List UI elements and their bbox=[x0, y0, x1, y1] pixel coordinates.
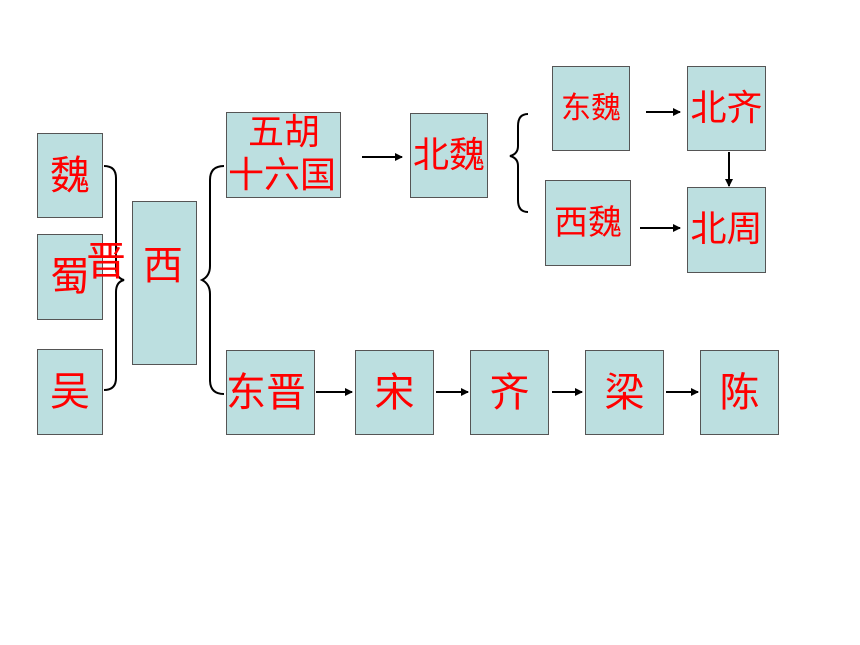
node-dongjin bbox=[226, 350, 315, 435]
node-wuhu-shiliuguo bbox=[226, 112, 341, 198]
label-beiqi: 北齐 bbox=[690, 87, 763, 129]
label-qi: 齐 bbox=[489, 369, 530, 416]
brace-northern-wei bbox=[509, 113, 529, 213]
label-dongjin: 东晋 bbox=[226, 370, 306, 416]
brace-three-kingdoms bbox=[103, 165, 125, 391]
node-beiqi: 北齐 bbox=[687, 66, 766, 151]
label-wuhu-line2: 十六国 bbox=[228, 155, 337, 196]
label-dongwei: 东魏 bbox=[561, 90, 621, 126]
node-shu: 蜀 bbox=[37, 234, 103, 320]
label-chen: 陈 bbox=[719, 369, 760, 416]
brace-western-jin bbox=[199, 165, 225, 395]
label-wei: 魏 bbox=[50, 152, 90, 199]
label-xiwei: 西魏 bbox=[554, 203, 622, 243]
label-shu: 蜀 bbox=[50, 254, 90, 300]
node-song: 宋 bbox=[355, 350, 434, 435]
label-jin: 晋 bbox=[86, 239, 126, 285]
node-beizhou: 北周 bbox=[687, 187, 766, 273]
node-chen: 陈 bbox=[700, 350, 779, 435]
node-qi: 齐 bbox=[470, 350, 549, 435]
label-liang: 梁 bbox=[604, 369, 645, 416]
label-beizhou: 北周 bbox=[690, 209, 763, 250]
label-beiwei: 北魏 bbox=[412, 134, 485, 176]
node-dongwei: 东魏 bbox=[552, 66, 630, 151]
label-wu: 吴 bbox=[50, 369, 90, 415]
node-liang: 梁 bbox=[585, 350, 664, 435]
node-western-jin bbox=[132, 201, 197, 365]
node-xiwei: 西魏 bbox=[545, 180, 631, 266]
node-wu: 吴 bbox=[37, 349, 103, 435]
node-beiwei: 北魏 bbox=[410, 113, 488, 198]
label-xi: 西 bbox=[143, 243, 183, 289]
label-wuhu-line1: 五胡 bbox=[248, 112, 321, 153]
node-wei: 魏 bbox=[37, 133, 103, 218]
label-song: 宋 bbox=[374, 369, 415, 416]
